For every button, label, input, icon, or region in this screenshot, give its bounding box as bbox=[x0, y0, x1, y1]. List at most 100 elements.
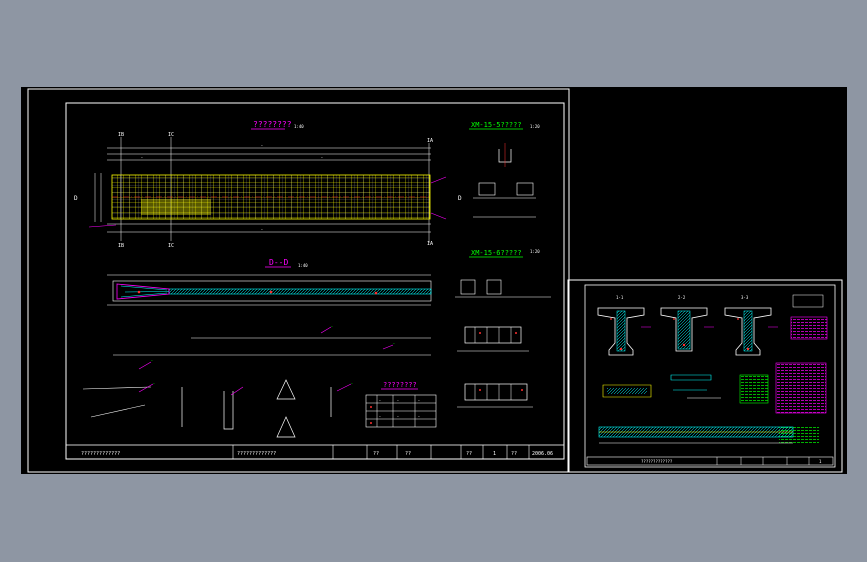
sheet-2-details[interactable] bbox=[598, 374, 794, 444]
cad-model-space[interactable]: ???????? 1:40 IB IC IA IB IC IA D D bbox=[21, 87, 847, 474]
title-block-checker: ?? bbox=[405, 451, 411, 457]
sheet-2-outer-frame bbox=[567, 279, 843, 473]
plan-dimension-text: … … … … bbox=[141, 143, 323, 231]
section-dd-title: D--D bbox=[269, 258, 288, 267]
anchor6-bars bbox=[474, 327, 512, 400]
girder-sections[interactable]: 1-1 2-2 3-3 bbox=[597, 295, 778, 356]
anchor-details[interactable]: XM-15-5????? 1:20 XM-15-6????? 1:20 bbox=[455, 121, 551, 408]
plan-leader-lines bbox=[88, 176, 447, 228]
svg-text:…: … bbox=[379, 414, 381, 418]
anchor5-block-left bbox=[478, 182, 496, 196]
table-green bbox=[739, 374, 769, 404]
title-block[interactable]: ????????????? ????????????? ?? ?? ?? 1 ?… bbox=[65, 444, 565, 460]
detail-cyan-bars bbox=[670, 374, 712, 391]
section-3-shape bbox=[724, 307, 772, 356]
side-mark-d-left: D bbox=[74, 195, 78, 202]
svg-text:…: … bbox=[261, 227, 263, 231]
anchor6-section-b bbox=[464, 383, 528, 401]
svg-text:…: … bbox=[351, 381, 353, 385]
anchor5-scale: 1:20 bbox=[530, 124, 540, 129]
title-block-note: ????????????? bbox=[81, 451, 120, 457]
anchor6-title: XM-15-6????? bbox=[471, 249, 522, 257]
section-3-rebar bbox=[743, 310, 753, 352]
anchor6-block-1 bbox=[460, 279, 476, 295]
table-small-magenta bbox=[790, 316, 828, 340]
detail-anchor-zone bbox=[602, 384, 652, 398]
section-1-label: 1-1 bbox=[616, 295, 624, 300]
section-dd-view[interactable]: D--D 1:40 bbox=[107, 258, 432, 306]
detail-bar-angled bbox=[82, 386, 152, 390]
anchor5-title: XM-15-5????? bbox=[471, 121, 522, 129]
title-block-drawing-no: 1 bbox=[493, 451, 496, 457]
section-1-shape bbox=[597, 307, 645, 356]
section-dd-markers bbox=[137, 290, 378, 295]
section-dd-scale: 1:40 bbox=[298, 263, 308, 268]
section-mark-ia-bottom: IA bbox=[427, 241, 433, 247]
detail-stirrup-2 bbox=[223, 391, 234, 430]
title-block-designer: ?? bbox=[373, 451, 379, 457]
section-mark-ia-top: IA bbox=[427, 138, 433, 144]
section-1-rebar bbox=[616, 310, 626, 352]
sheet-1-outer-frame bbox=[27, 88, 570, 473]
detail-anchor-hatch bbox=[607, 388, 647, 394]
svg-text:…: … bbox=[331, 324, 333, 328]
lower-details[interactable]: … … … … … bbox=[82, 324, 431, 438]
section-2-rebar bbox=[677, 310, 691, 350]
title-block-frame bbox=[65, 444, 565, 460]
svg-text:…: … bbox=[151, 358, 153, 362]
plan-title: ???????? bbox=[253, 120, 292, 129]
table-cell-text: ……… ……… bbox=[379, 398, 420, 418]
plan-scale: 1:40 bbox=[294, 124, 304, 129]
detail-labels: … … … … … bbox=[151, 324, 395, 385]
section-dd-tendons bbox=[120, 285, 170, 298]
table-small-white bbox=[792, 294, 824, 308]
sheet-2-inner-frame bbox=[584, 284, 836, 468]
table-markers bbox=[370, 406, 372, 424]
section-dd-web bbox=[168, 288, 432, 295]
sheet-2-title-block[interactable]: ????????????? 1 bbox=[586, 456, 834, 466]
svg-text:…: … bbox=[379, 398, 381, 402]
detail-leaders bbox=[138, 326, 394, 396]
section-mark-ib-top: IB bbox=[118, 132, 124, 138]
detail-hook-shapes bbox=[276, 379, 296, 438]
sheet-2-title-frame bbox=[586, 456, 834, 466]
table-grid bbox=[366, 395, 436, 427]
sheet-2-title-dividers bbox=[716, 457, 810, 465]
svg-text:…: … bbox=[321, 155, 323, 159]
svg-text:…: … bbox=[393, 341, 395, 345]
anchor6-block-2 bbox=[486, 279, 502, 295]
svg-text:…: … bbox=[418, 414, 420, 418]
anchor5-block-right bbox=[516, 182, 534, 196]
plan-view[interactable]: ???????? 1:40 IB IC IA IB IC IA D D bbox=[74, 120, 462, 249]
anchor6-section-a bbox=[464, 326, 522, 344]
cad-drawing[interactable]: ???????? 1:40 IB IC IA IB IC IA D D bbox=[21, 87, 847, 474]
section-2-shape bbox=[660, 307, 708, 352]
sheet-2-drawing-name: ????????????? bbox=[641, 459, 673, 464]
quantity-table[interactable]: ???????? ……… ……… bbox=[365, 381, 437, 428]
title-block-dividers bbox=[232, 445, 530, 459]
title-block-drawing-no-label: ?? bbox=[466, 451, 472, 457]
anchor6-markers bbox=[479, 332, 523, 391]
section-3-label: 3-3 bbox=[741, 295, 749, 300]
table-large-magenta bbox=[775, 362, 827, 414]
table-title: ???????? bbox=[383, 381, 417, 389]
detail-bar-bent bbox=[90, 404, 146, 418]
title-block-date-label: ?? bbox=[511, 451, 517, 457]
plan-dense-zone bbox=[141, 199, 211, 215]
svg-text:…: … bbox=[153, 381, 155, 385]
sheet-2-tables[interactable] bbox=[739, 294, 828, 443]
section-2-label: 2-2 bbox=[678, 295, 686, 300]
sheet-2[interactable]: 1-1 2-2 3-3 bbox=[567, 279, 843, 473]
section-mark-ib-bottom: IB bbox=[118, 243, 124, 249]
svg-text:…: … bbox=[397, 414, 399, 418]
anchor6-scale: 1:20 bbox=[530, 249, 540, 254]
sheet-1[interactable]: ???????? 1:40 IB IC IA IB IC IA D D bbox=[27, 88, 570, 473]
section-mark-ic-top: IC bbox=[168, 132, 174, 138]
svg-text:…: … bbox=[397, 398, 399, 402]
sheet-2-sheet-no: 1 bbox=[819, 459, 822, 464]
title-block-date: 2006.06 bbox=[532, 451, 553, 457]
svg-text:…: … bbox=[261, 143, 263, 147]
section-mark-ic-bottom: IC bbox=[168, 243, 174, 249]
section-dd-anchor-flare bbox=[116, 283, 170, 300]
svg-text:…: … bbox=[141, 155, 143, 159]
